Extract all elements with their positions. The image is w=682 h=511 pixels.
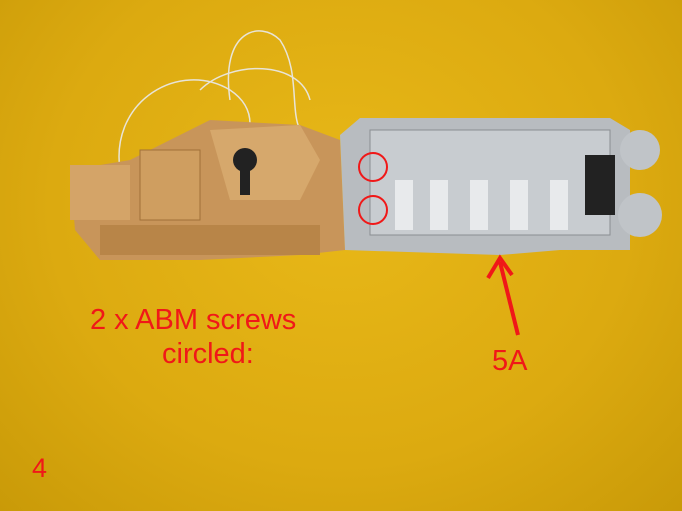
part-label-5a: 5A — [492, 345, 528, 377]
screw-circle-2 — [358, 195, 388, 225]
step-number: 4 — [32, 453, 48, 483]
engine-block-5a — [340, 118, 662, 255]
screw-circle-1 — [358, 152, 388, 182]
caption-line-2: circled: — [162, 338, 254, 370]
caption-line-1: 2 x ABM screws — [90, 304, 297, 336]
gearbox — [70, 120, 345, 260]
arrow-5a — [486, 254, 520, 336]
